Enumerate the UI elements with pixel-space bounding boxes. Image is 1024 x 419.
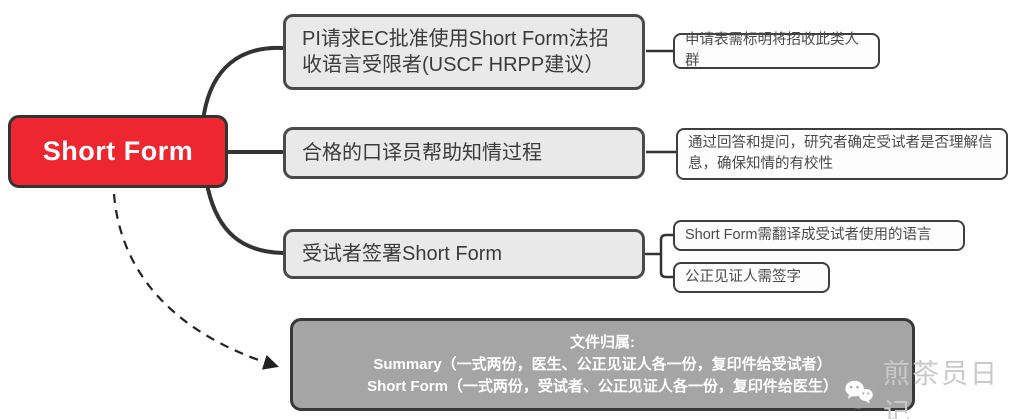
note-node-question-answer: 通过回答和提问，研究者确定受试者是否理解信息，确保知情的有校性 [676,128,1008,180]
note-node-label: 申请表需标明将招收此类人群 [685,31,859,69]
note-node-translation: Short Form需翻译成受试者使用的语言 [673,220,965,251]
note-node-witness-sign: 公正见证人需签字 [673,262,830,293]
connector-root-branch3 [206,187,285,255]
footer-node-document-ownership: 文件归属: Summary（一式两份，医生、公正见证人各一份，复印件给受试者） … [290,318,915,411]
root-node-label: Short Form [42,136,194,166]
note-node-label: 公正见证人需签字 [685,268,801,285]
note-node-label: 通过回答和提问，研究者确定受试者是否理解信息，确保知情的有校性 [688,134,993,172]
branch-node-pi-request: PI请求EC批准使用Short Form法招收语言受限者(USCF HRPP建议… [283,14,645,90]
root-node-short-form: Short Form [8,115,228,188]
branch-node-subject-sign: 受试者签署Short Form [283,229,645,279]
note-node-application-form: 申请表需标明将招收此类人群 [673,31,880,69]
footer-line-short-form: Short Form（一式两份，受试者、公正见证人各一份，复印件给医生） [367,377,838,395]
watermark-label: 煎茶员日记 [882,359,999,419]
connector-branch3-bracket [644,233,675,279]
branch-node-interpreter: 合格的口译员帮助知情过程 [283,127,645,179]
branch-node-label: 受试者签署Short Form [302,242,503,265]
wechat-icon [840,373,876,409]
note-node-label: Short Form需翻译成受试者使用的语言 [685,226,932,243]
connector-root-branch1 [202,45,285,116]
watermark: 煎茶员日记 [840,352,1024,419]
branch-node-label: PI请求EC批准使用Short Form法招收语言受限者(USCF HRPP建议… [302,27,609,76]
footer-title: 文件归属: [570,333,635,351]
branch-node-label: 合格的口译员帮助知情过程 [302,141,542,164]
footer-line-summary: Summary（一式两份，医生、公正见证人各一份，复印件给受试者） [373,355,832,373]
dashed-arrow-root-footer [112,193,279,370]
